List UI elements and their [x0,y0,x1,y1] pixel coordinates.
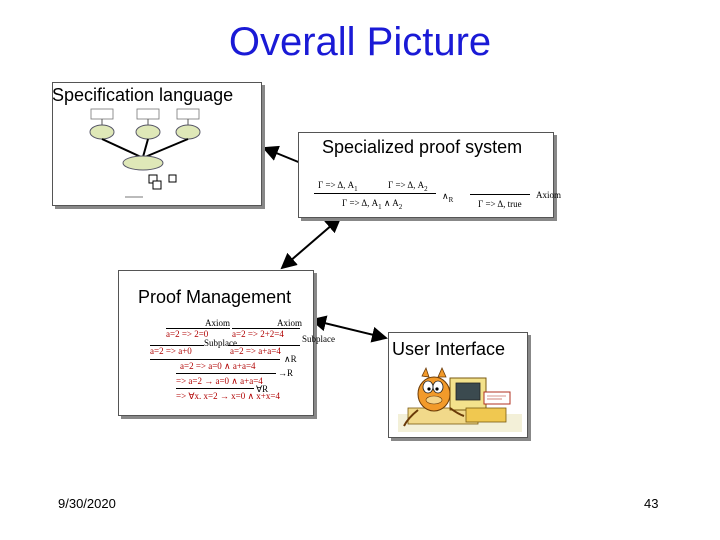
tree-rule-2 [232,328,300,329]
and-conclusion: Γ => Δ, A1 ∧ A2 [342,198,403,211]
tree-rule-7 [176,388,254,389]
tree-rule-6 [176,373,276,374]
tree-step-1: a=2 => a=0 ∧ a+a=4 [180,361,256,371]
proof-management-label: Proof Management [138,287,292,307]
spec-language-label: Specification language [52,85,234,105]
tree-rule-4 [228,345,300,346]
tree-rule-1 [166,328,230,329]
premise-right: Γ => Δ, A2 [388,180,428,193]
arrow-proof-system-to-mgmt [280,216,342,270]
page-number: 43 [644,496,659,511]
axiom-rule-line [470,194,530,195]
page-title: Overall Picture [228,20,492,64]
tree-rule-5 [150,359,280,360]
arrow-mgmt-to-ui [310,315,388,343]
proof-system-label: Specialized proof system [322,137,523,157]
and-rule-name: ∧R [442,191,454,204]
tree-and-r: ∧R [284,354,297,364]
proof-system-box [298,132,554,218]
tree-subst-1: Subplace [204,338,237,348]
tree-rule-3 [150,345,204,346]
tree-subst-2: Subplace [302,334,335,344]
tree-mid-2: a=2 => a+a=4 [230,346,281,356]
tree-mid-1: a=2 => a+0 [150,346,192,356]
tree-imp-r: →R [278,368,294,378]
tree-leaf-2: a=2 => 2+2=4 [232,329,284,339]
spec-language-box [52,82,262,206]
cat-at-computer-illustration [398,366,522,432]
premise-left: Γ => Δ, A1 [318,180,358,193]
user-interface-label: User Interface [392,339,506,359]
footer-date: 9/30/2020 [58,496,116,511]
tree-forall-r: ∀R [256,384,269,394]
axiom-conclusion: Γ => Δ, true [478,199,522,209]
tree-root: => ∀x. x=2 → x=0 ∧ x+x=4 [176,391,280,401]
tree-step-2: => a=2 → a=0 ∧ a+a=4 [176,376,263,386]
tree-axiom-2: Axiom [277,318,303,328]
spec-tree-sketch [89,108,201,198]
tree-leaf-1: a=2 => 2=0 [166,329,209,339]
tree-axiom-1: Axiom [205,318,231,328]
proof-management-box [118,270,314,416]
axiom-label: Axiom [536,190,562,200]
and-rule-line [314,193,436,194]
